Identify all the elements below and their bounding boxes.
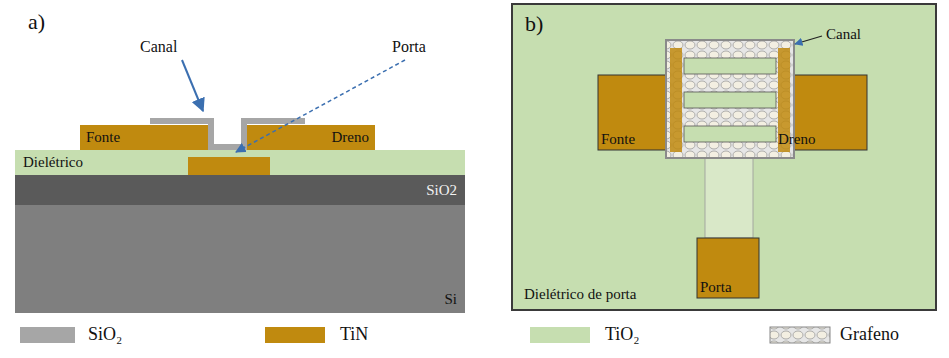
channel-layer	[150, 121, 305, 147]
gate-pad-box: Porta	[697, 238, 759, 298]
callout-label: b)	[525, 12, 543, 36]
legend-swatch	[530, 327, 590, 343]
node-label: SiO2	[426, 182, 457, 199]
top-view-panel	[512, 4, 936, 310]
dielectric-layer	[15, 150, 465, 175]
node-label: Fonte	[86, 129, 120, 146]
node-label: Dielétrico de porta	[524, 286, 636, 303]
node-label: Dielétrico	[23, 154, 83, 171]
drain-box: Dreno	[247, 125, 375, 150]
substrate-band: Si	[15, 205, 465, 313]
si-substrate	[15, 205, 465, 313]
callout-label: Porta	[392, 38, 426, 56]
oxide-band: SiO2	[15, 175, 465, 205]
legend-text: Grafeno	[840, 325, 899, 345]
legend-text: TiO₂	[605, 325, 640, 345]
callout-label: Canal	[826, 26, 861, 43]
drain-pad-box: Dreno	[775, 75, 867, 150]
legend-swatch	[20, 327, 75, 343]
gate-electrode	[188, 157, 270, 175]
sio2-layer	[15, 175, 465, 205]
gate-line	[705, 158, 753, 238]
gate-pad	[697, 238, 759, 298]
node-label: Dreno	[332, 129, 370, 146]
source-box: Fonte	[80, 125, 208, 150]
tio2-bar	[684, 58, 776, 74]
legend-text: SiO₂	[88, 325, 122, 345]
source-electrode	[80, 125, 208, 150]
node-label: Si	[444, 291, 457, 308]
node-label: Fonte	[601, 131, 635, 148]
tio2-bar	[684, 126, 776, 142]
contact-strip	[670, 48, 682, 152]
dielectric-band: Dielétrico	[15, 150, 465, 175]
legend-swatch	[265, 327, 325, 343]
legend-swatch	[770, 327, 830, 343]
drain-electrode	[247, 125, 375, 150]
tio2-bar	[684, 92, 776, 108]
leader-line	[182, 60, 203, 111]
callout-label: Canal	[140, 38, 177, 56]
callout-label: a)	[28, 10, 45, 34]
leader-line	[236, 60, 405, 152]
legend-text: TiN	[340, 325, 368, 345]
leader-line	[795, 36, 822, 44]
node-label: Porta	[700, 279, 732, 296]
source-pad-box: Fonte	[598, 75, 690, 150]
panel-box: Dielétrico de porta Fonte DrenoPorta	[512, 4, 936, 310]
node-label: Dreno	[778, 131, 816, 148]
graphene-channel	[666, 40, 794, 158]
